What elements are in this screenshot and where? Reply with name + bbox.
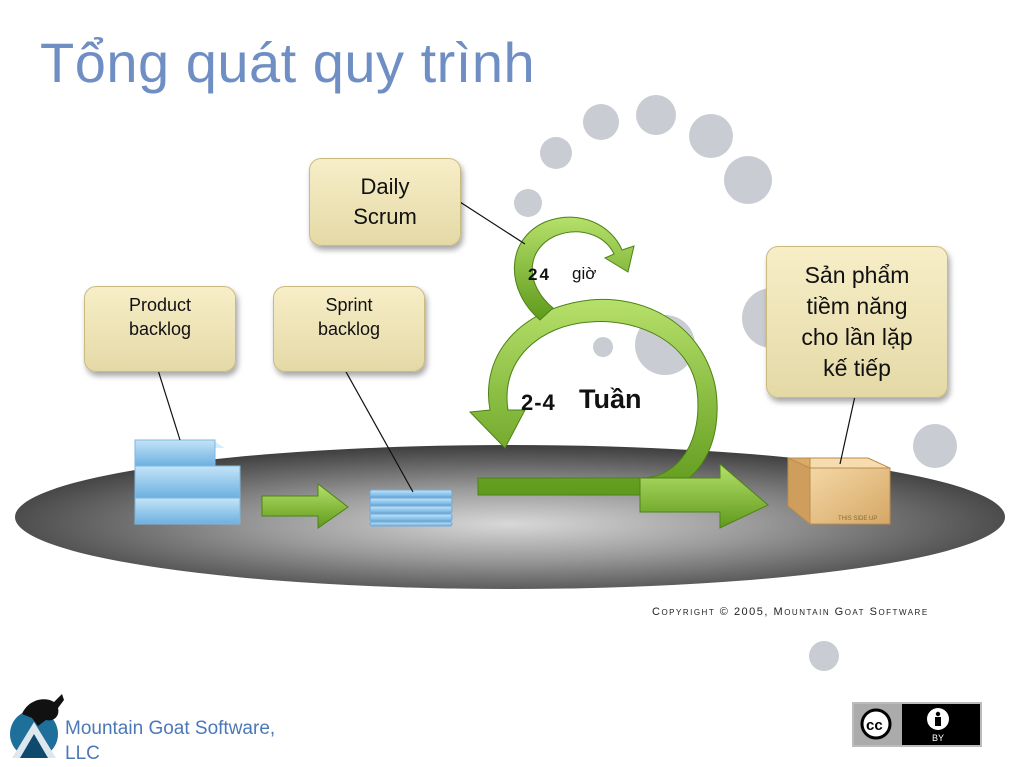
daily-cycle-unit: giờ: [572, 264, 597, 283]
sprint-loop-arrow: [468, 298, 718, 496]
daily-loop-arrow: [513, 216, 635, 321]
potential-product-callout: Sản phẩm tiềm năng cho lần lặp kế tiếp: [766, 246, 948, 398]
sprint-backlog-label: Sprint backlog: [317, 295, 381, 339]
cc-text: cc: [866, 717, 883, 734]
by-text: BY: [932, 733, 944, 743]
daily-cycle-number: 24: [528, 265, 551, 284]
platform: [15, 445, 1005, 589]
product-backlog-stack: [134, 439, 241, 525]
product-backlog-label: Product backlog: [128, 295, 192, 339]
sprint-cycle-number: 2-4: [521, 390, 556, 415]
page-title: Tổng quát quy trình: [40, 31, 536, 94]
daily-scrum-callout: Daily Scrum: [309, 158, 461, 246]
sprint-backlog-callout: Sprint backlog: [273, 286, 425, 372]
product-increment-box: THIS SIDE UP: [787, 457, 891, 526]
daily-scrum-label: Daily Scrum: [353, 174, 417, 229]
flow-arrow-small: [261, 482, 349, 529]
company-name: Mountain Goat Software, LLC: [65, 718, 276, 764]
mountain-goat-logo: [10, 694, 64, 758]
sprint-backlog-stack: [369, 489, 453, 527]
product-backlog-callout: Product backlog: [84, 286, 236, 372]
callout-leaders: [157, 201, 856, 493]
sprint-output-arrow: [639, 462, 769, 529]
creative-commons-badge[interactable]: cc BY: [852, 702, 982, 747]
potential-product-label: Sản phẩm tiềm năng cho lần lặp kế tiếp: [801, 262, 913, 381]
sprint-cycle-unit: Tuần: [579, 384, 642, 414]
box-label: THIS SIDE UP: [838, 516, 877, 522]
cc-by-license-icon: cc BY: [854, 704, 949, 745]
copyright-notice: Copyright © 2005, Mountain Goat Software: [652, 606, 929, 618]
